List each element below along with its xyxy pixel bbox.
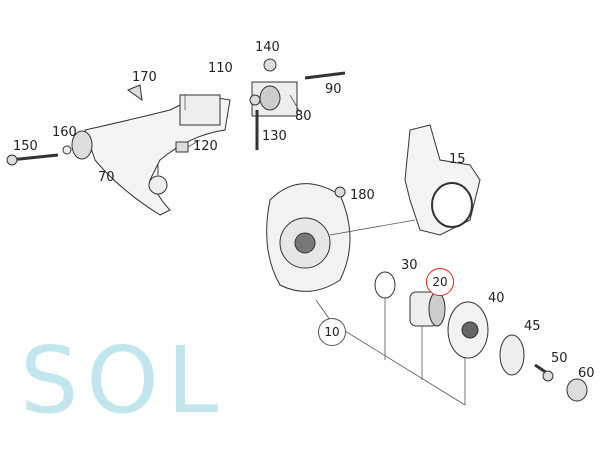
snap-ring <box>374 271 396 299</box>
callout-170: 170 <box>132 70 157 85</box>
callout-15: 15 <box>449 152 466 167</box>
callout-60: 60 <box>578 366 595 381</box>
callout-110: 110 <box>208 61 233 76</box>
callout-150: 150 <box>13 139 38 154</box>
leader-lines <box>184 94 466 406</box>
callout-10: 10 <box>318 318 346 346</box>
callout-160: 160 <box>52 125 77 140</box>
callout-180: 180 <box>350 188 375 203</box>
callout-140: 140 <box>255 40 280 55</box>
callout-120: 120 <box>193 139 218 154</box>
callout-130: 130 <box>262 129 287 144</box>
watermark: SOL <box>20 327 227 434</box>
tone-ring <box>499 334 525 376</box>
callout-40: 40 <box>488 291 505 306</box>
nut-140 <box>263 58 277 72</box>
nut-120 <box>175 141 189 153</box>
nut-110 <box>249 94 261 106</box>
bushing-rear <box>179 94 221 126</box>
washer-160 <box>62 145 72 155</box>
callout-80: 80 <box>295 109 312 124</box>
bracket-170 <box>126 84 143 102</box>
nut-180 <box>334 186 346 198</box>
callout-45: 45 <box>524 319 541 334</box>
bolt-150 <box>9 153 59 162</box>
bolt-90 <box>304 71 346 80</box>
callout-50: 50 <box>551 351 568 366</box>
callout-20-highlighted: 20 <box>426 268 454 296</box>
callout-70: 70 <box>98 170 115 185</box>
dust-cap <box>566 378 588 402</box>
callout-90: 90 <box>325 82 342 97</box>
callout-30: 30 <box>401 258 418 273</box>
